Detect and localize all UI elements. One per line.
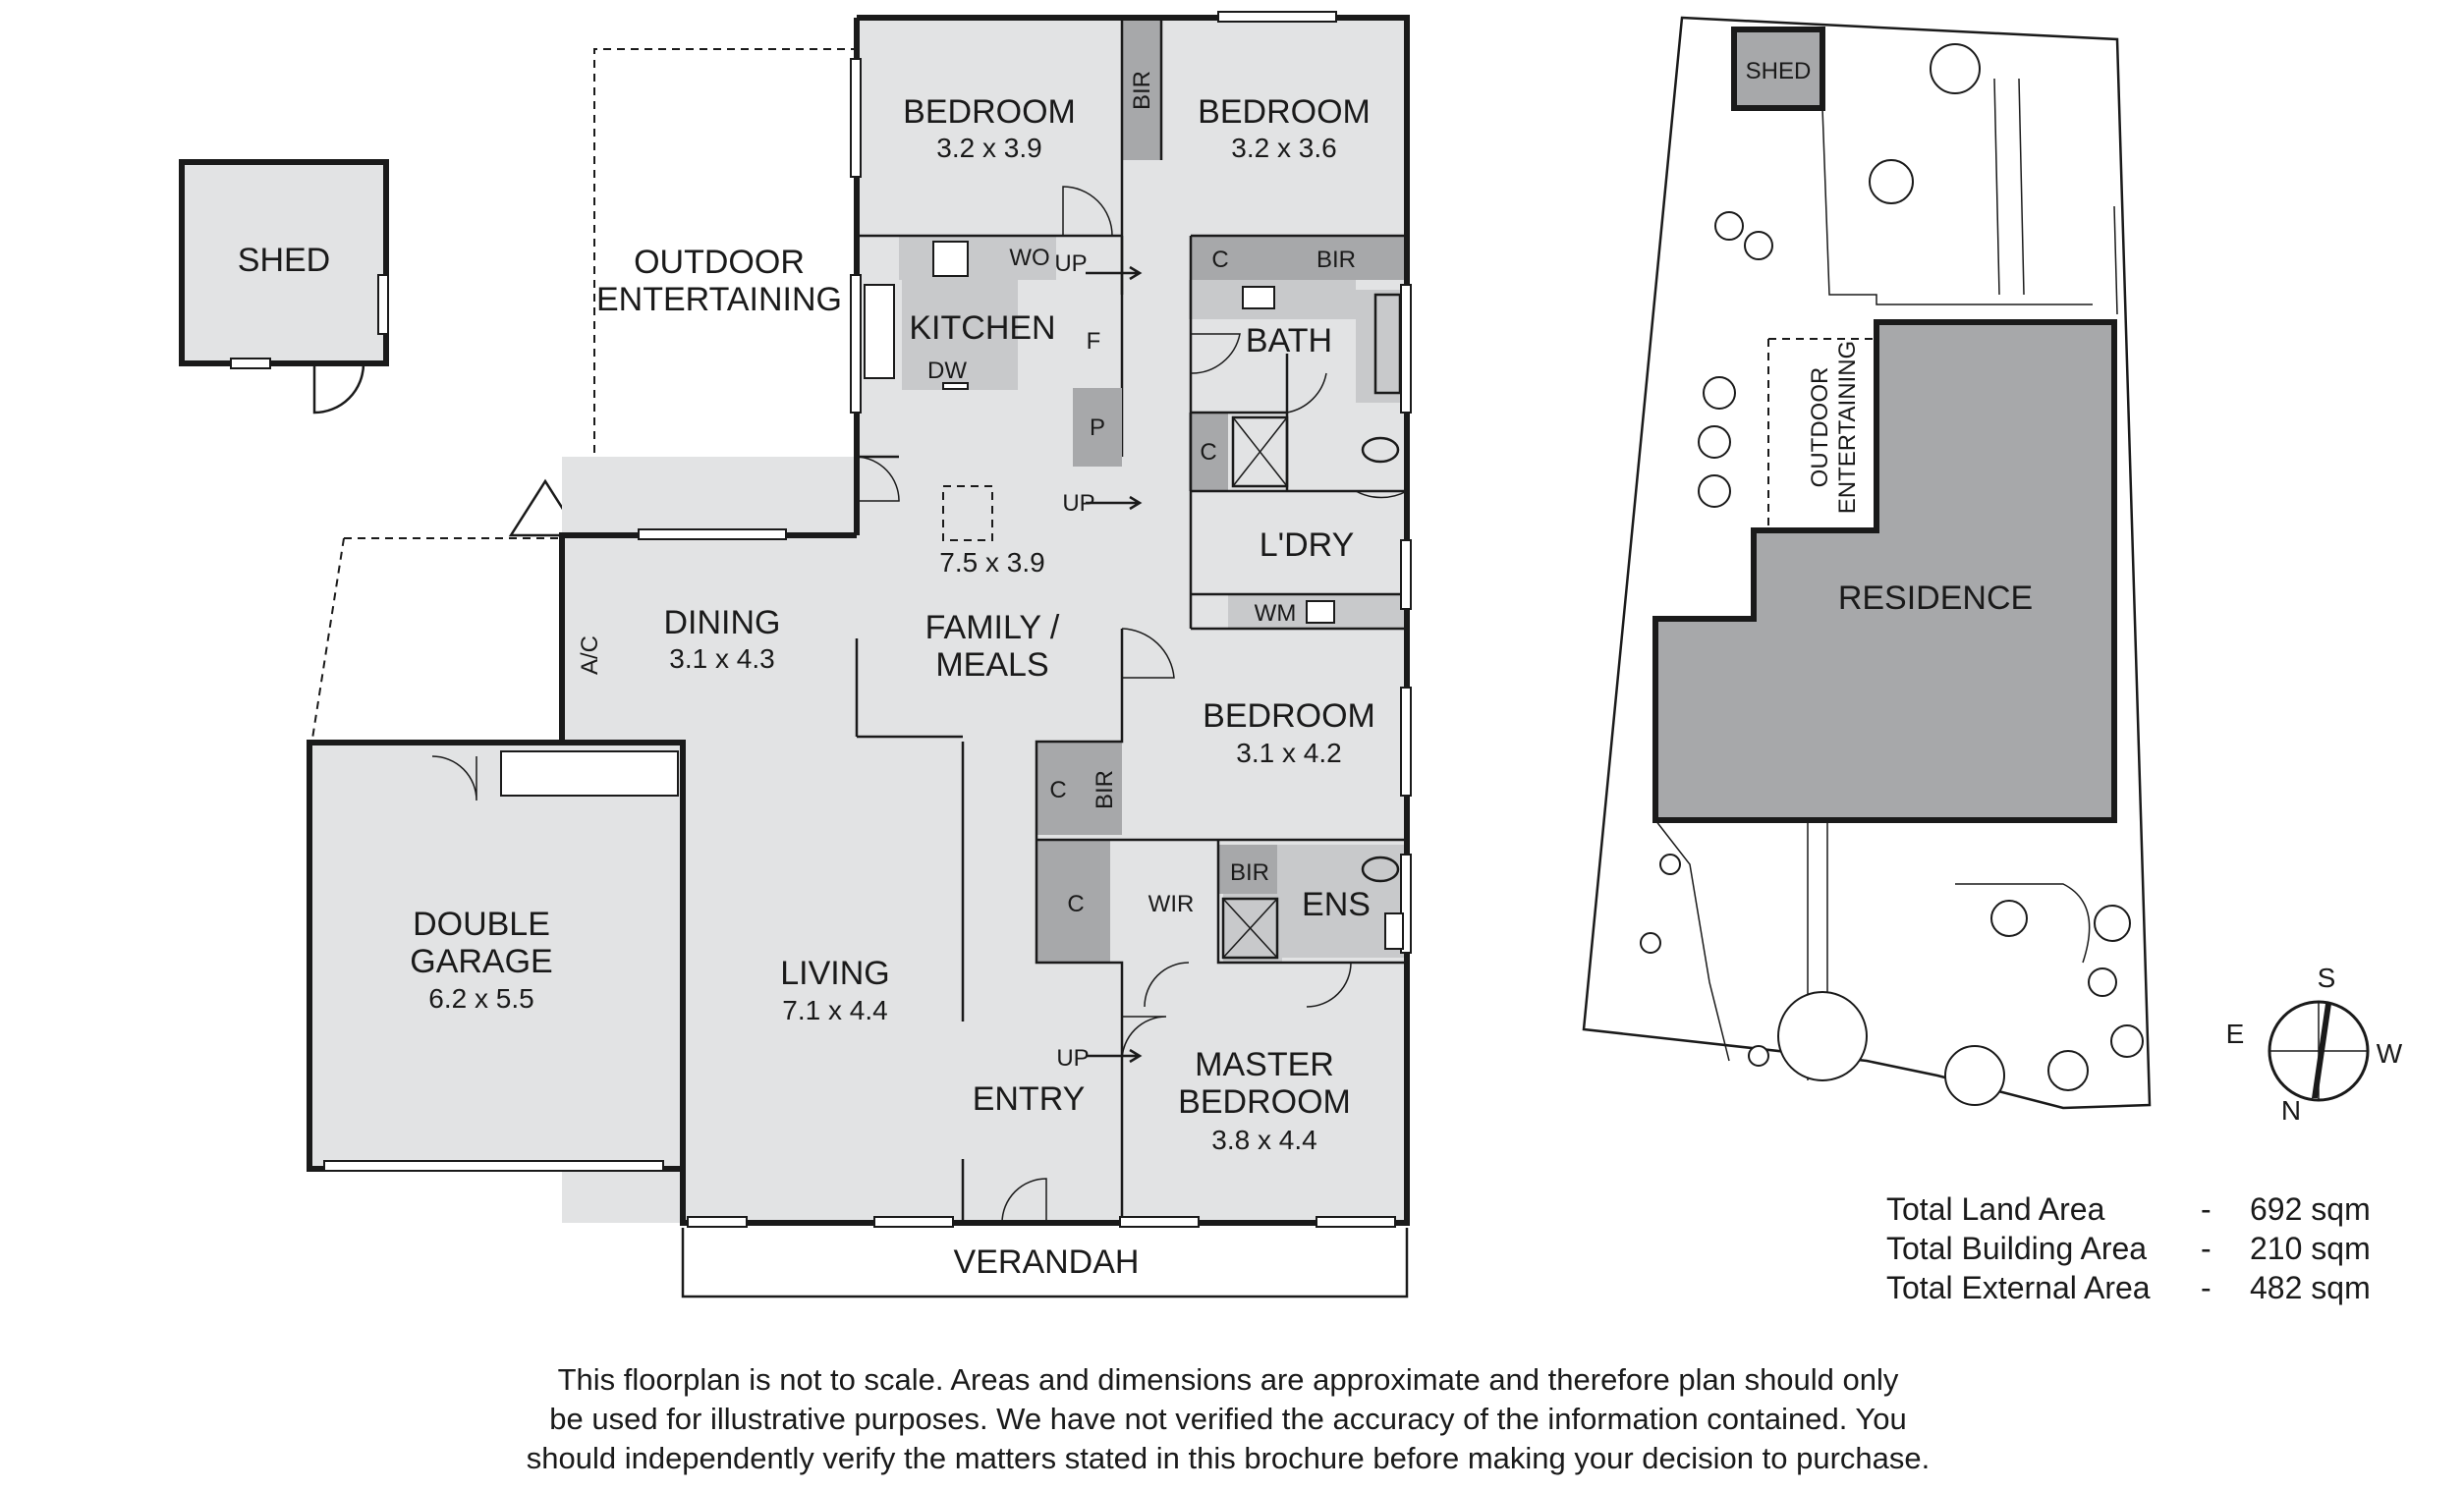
- compass-south: S: [2318, 963, 2336, 993]
- bir-bath-label: BIR: [1316, 247, 1356, 273]
- c-bath-label: C: [1211, 247, 1228, 273]
- wo-label: WO: [1009, 245, 1049, 271]
- entry-label: ENTRY: [973, 1080, 1086, 1118]
- ac-label: A/C: [577, 635, 603, 675]
- up-label-1: UP: [1054, 250, 1087, 277]
- bath-label: BATH: [1246, 322, 1332, 359]
- compass-east: E: [2226, 1019, 2245, 1049]
- c-wir-label: C: [1067, 891, 1084, 917]
- disclaimer: This floorplan is not to scale. Areas an…: [344, 1360, 2112, 1478]
- area-value: 692 sqm: [2250, 1191, 2371, 1227]
- area-row-land: Total Land Area - 692 sqm: [1886, 1191, 2397, 1231]
- area-dash: -: [2201, 1191, 2212, 1227]
- area-value: 482 sqm: [2250, 1270, 2371, 1305]
- garage-name-1: DOUBLE: [413, 906, 550, 943]
- bedroom-nw-name: BEDROOM: [903, 93, 1076, 131]
- area-label: Total External Area: [1886, 1270, 2151, 1305]
- compass: S E W N: [2226, 963, 2403, 1126]
- wir-label: WIR: [1148, 891, 1195, 917]
- family-label-2: MEALS: [935, 646, 1048, 684]
- site-outdoor-label-2: ENTERTAINING: [1834, 341, 1861, 514]
- up-label-2: UP: [1062, 490, 1094, 517]
- compass-west: W: [2377, 1038, 2403, 1069]
- ensuite-label: ENS: [1302, 886, 1371, 923]
- c-ldry-label: C: [1200, 439, 1216, 466]
- garden-trees: [1640, 43, 2144, 1106]
- outdoor-entertaining-label-1: OUTDOOR: [634, 244, 805, 281]
- family-dims: 7.5 x 3.9: [939, 547, 1044, 578]
- garage-dims: 6.2 x 5.5: [428, 983, 533, 1014]
- site-plan: SHED RESIDENCE OUTDOOR ENTERTAINING: [1582, 16, 2152, 1110]
- area-dash: -: [2201, 1231, 2212, 1266]
- pantry-label: P: [1090, 414, 1105, 441]
- step-markers: [1086, 265, 1143, 1064]
- laundry-label: L'DRY: [1260, 526, 1355, 564]
- dining-name: DINING: [664, 604, 781, 641]
- residence-label: RESIDENCE: [1838, 580, 2033, 617]
- area-dash: -: [2201, 1270, 2212, 1305]
- bedroom-e-name: BEDROOM: [1203, 697, 1375, 735]
- fridge-label: F: [1087, 328, 1101, 355]
- windows: [323, 11, 1412, 1228]
- verandah: VERANDAH: [681, 1228, 1409, 1298]
- area-row-building: Total Building Area - 210 sqm: [1886, 1231, 2397, 1270]
- compass-north: N: [2281, 1095, 2301, 1126]
- master-name-2: BEDROOM: [1178, 1083, 1351, 1121]
- living-dims: 7.1 x 4.4: [782, 995, 887, 1025]
- disclaimer-line: be used for illustrative purposes. We ha…: [549, 1402, 1907, 1436]
- site-outdoor-label-1: OUTDOOR: [1807, 367, 1833, 488]
- disclaimer-line: This floorplan is not to scale. Areas an…: [557, 1362, 1899, 1397]
- bedroom-ne-name: BEDROOM: [1198, 93, 1371, 131]
- up-label-3: UP: [1056, 1045, 1089, 1072]
- wm-label: WM: [1255, 600, 1297, 627]
- area-label: Total Building Area: [1886, 1231, 2148, 1266]
- area-label: Total Land Area: [1886, 1191, 2105, 1227]
- bir-mid-label: BIR: [1092, 770, 1118, 809]
- shed-label: SHED: [238, 242, 330, 279]
- c-mid-label: C: [1049, 777, 1066, 803]
- bir-ens-label: BIR: [1230, 859, 1269, 886]
- area-row-external: Total External Area - 482 sqm: [1886, 1270, 2397, 1309]
- outdoor-entertaining-label-2: ENTERTAINING: [596, 281, 842, 318]
- shed: SHED: [179, 159, 389, 414]
- bedroom-e-dims: 3.1 x 4.2: [1236, 738, 1341, 768]
- verandah-label: VERANDAH: [954, 1243, 1140, 1281]
- area-value: 210 sqm: [2250, 1231, 2371, 1266]
- living-name: LIVING: [780, 955, 889, 992]
- room-labels: BEDROOM 3.2 x 3.9 BEDROOM 3.2 x 3.6 BIR …: [410, 71, 1375, 1155]
- dishwasher-label: DW: [927, 358, 967, 384]
- bedroom-ne-dims: 3.2 x 3.6: [1231, 133, 1336, 163]
- family-label-1: FAMILY /: [925, 609, 1060, 646]
- bedroom-nw-dims: 3.2 x 3.9: [936, 133, 1041, 163]
- master-name-1: MASTER: [1195, 1046, 1334, 1083]
- bir-top-label: BIR: [1129, 71, 1155, 110]
- doors: [431, 186, 1408, 1224]
- site-shed-label: SHED: [1746, 58, 1812, 84]
- kitchen-label: KITCHEN: [909, 309, 1055, 347]
- disclaimer-line: should independently verify the matters …: [526, 1441, 1931, 1475]
- garage-name-2: GARAGE: [410, 943, 552, 980]
- dining-dims: 3.1 x 4.3: [669, 643, 774, 674]
- master-dims: 3.8 x 4.4: [1211, 1125, 1316, 1155]
- compass-needle: [2312, 1004, 2331, 1098]
- fixtures: [864, 241, 1404, 960]
- outdoor-entertaining: OUTDOOR ENTERTAINING: [311, 48, 855, 740]
